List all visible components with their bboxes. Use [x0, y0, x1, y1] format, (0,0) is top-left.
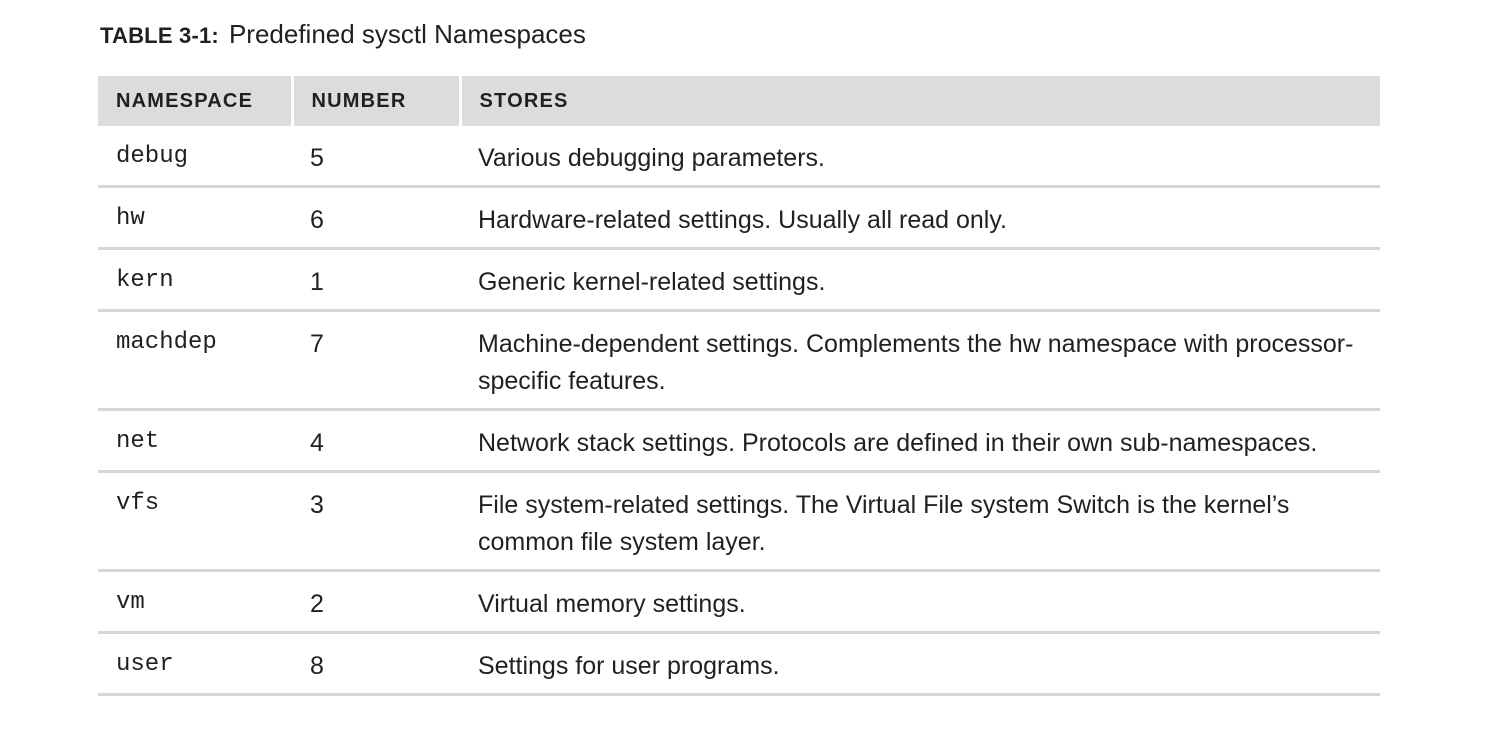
table-row: kern 1 Generic kernel-related settings.: [98, 248, 1380, 312]
table-header: NAMESPACE NUMBER STORES: [98, 76, 1380, 126]
table-row: hw 6 Hardware-related settings. Usually …: [98, 186, 1380, 250]
namespace-cell: net: [98, 409, 292, 473]
stores-cell: Generic kernel-related settings.: [460, 248, 1380, 312]
column-header-namespace: NAMESPACE: [98, 76, 294, 126]
namespace-cell: machdep: [98, 310, 292, 411]
table-body: debug 5 Various debugging parameters. hw…: [98, 126, 1380, 696]
table-row: vfs 3 File system-related settings. The …: [98, 471, 1380, 572]
number-cell: 3: [292, 471, 460, 572]
table-caption-text: Predefined sysctl Namespaces: [228, 19, 586, 49]
stores-cell: Network stack settings. Protocols are de…: [460, 409, 1380, 473]
stores-cell: Machine-dependent settings. Complements …: [460, 310, 1380, 411]
table-row: debug 5 Various debugging parameters.: [98, 126, 1380, 188]
column-header-number: NUMBER: [292, 76, 462, 126]
namespace-cell: hw: [98, 186, 292, 250]
stores-cell: Various debugging parameters.: [460, 126, 1380, 188]
namespace-cell: kern: [98, 248, 292, 312]
stores-cell: Hardware-related settings. Usually all r…: [460, 186, 1380, 250]
table-row: user 8 Settings for user programs.: [98, 632, 1380, 696]
stores-cell: Virtual memory settings.: [460, 570, 1380, 634]
number-cell: 2: [292, 570, 460, 634]
stores-cell: File system-related settings. The Virtua…: [460, 471, 1380, 572]
stores-cell: Settings for user programs.: [460, 632, 1380, 696]
number-cell: 6: [292, 186, 460, 250]
number-cell: 5: [292, 126, 460, 188]
table-caption: TABLE 3-1: Predefined sysctl Namespaces: [100, 18, 586, 52]
namespace-cell: vfs: [98, 471, 292, 572]
column-header-stores: STORES: [460, 76, 1380, 126]
namespace-cell: user: [98, 632, 292, 696]
namespace-cell: vm: [98, 570, 292, 634]
sysctl-namespaces-table: NAMESPACE NUMBER STORES debug 5 Various …: [98, 76, 1380, 696]
table-header-row: NAMESPACE NUMBER STORES: [98, 76, 1380, 126]
table-row: net 4 Network stack settings. Protocols …: [98, 409, 1380, 473]
table-row: machdep 7 Machine-dependent settings. Co…: [98, 310, 1380, 411]
table-row: vm 2 Virtual memory settings.: [98, 570, 1380, 634]
namespace-cell: debug: [98, 126, 292, 188]
number-cell: 7: [292, 310, 460, 411]
table-caption-label: TABLE 3-1:: [100, 23, 219, 48]
number-cell: 8: [292, 632, 460, 696]
number-cell: 4: [292, 409, 460, 473]
number-cell: 1: [292, 248, 460, 312]
